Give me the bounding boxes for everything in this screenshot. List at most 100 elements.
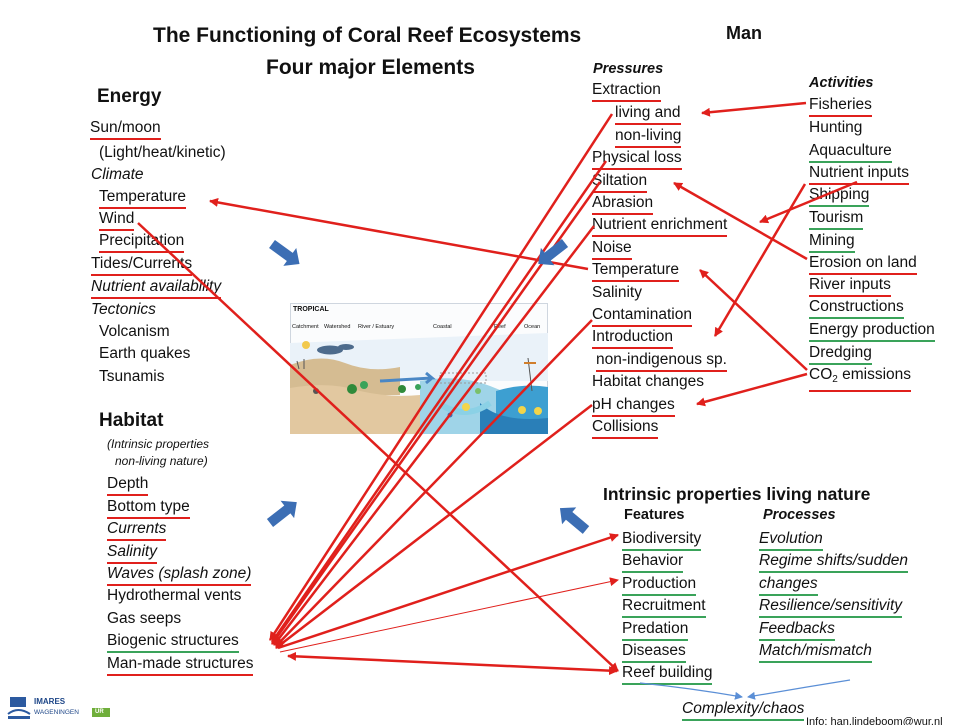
habitat-item-bottom-type: Bottom type xyxy=(107,498,190,519)
feature-item-diseases: Diseases xyxy=(622,642,686,663)
figure-label: TROPICAL xyxy=(293,306,329,313)
arrow-fisheries-to-living xyxy=(701,101,807,117)
arrow-physical-loss-to-biogenic xyxy=(270,160,608,643)
process-item-changes: changes xyxy=(759,575,818,596)
arrow-extraction-to-biogenic xyxy=(268,113,614,641)
process-item-resilience: Resilience/sensitivity xyxy=(759,597,902,618)
pressure-item-living: living and xyxy=(615,104,681,125)
activity-item-constructions: Constructions xyxy=(809,298,904,319)
feature-item-reef-building: Reef building xyxy=(622,664,713,685)
zone-label-watershed: Watershed xyxy=(324,324,351,330)
activity-item-tourism: Tourism xyxy=(809,209,864,230)
logo-text-ur: UR xyxy=(95,709,104,715)
pressure-item-non-living: non-living xyxy=(615,127,682,148)
intrinsic-heading: Intrinsic properties living nature xyxy=(603,484,871,504)
arrow-wind-to-reef-building xyxy=(137,222,619,672)
energy-item-temperature: Temperature xyxy=(99,188,187,209)
arrow-biogenic-to-production xyxy=(279,577,619,653)
pressure-item-ph-changes: pH changes xyxy=(592,396,675,417)
man-heading: Man xyxy=(726,23,762,43)
arrow-erosion-to-siltation xyxy=(673,181,808,261)
zone-label-river-estuary: River / Estuary xyxy=(358,324,395,330)
pressure-item-temperature: Temperature xyxy=(592,261,680,282)
pressure-item-siltation: Siltation xyxy=(592,172,648,193)
co2-subscript: 2 xyxy=(832,374,838,385)
pressure-item-salinity: Salinity xyxy=(592,284,642,301)
feature-item-production: Production xyxy=(622,575,697,596)
habitat-item-waves: Waves (splash zone) xyxy=(107,565,252,586)
arrow-enrichment-to-biogenic xyxy=(273,225,595,646)
energy-item-wind: Wind xyxy=(99,210,135,231)
process-item-regime-shifts: Regime shifts/sudden xyxy=(759,552,909,573)
activity-item-mining: Mining xyxy=(809,232,855,253)
process-item-evolution: Evolution xyxy=(759,530,823,551)
habitat-item-gas-seeps: Gas seeps xyxy=(107,610,182,627)
activity-item-river-inputs: River inputs xyxy=(809,276,891,297)
pressure-item-physical-loss: Physical loss xyxy=(592,149,682,170)
energy-item-light-heat: (Light/heat/kinetic) xyxy=(99,144,226,161)
arrow-nutrient-inputs-to-enrichment xyxy=(759,180,858,224)
activity-item-aquaculture: Aquaculture xyxy=(809,142,892,163)
activity-item-shipping: Shipping xyxy=(809,186,870,207)
co2-suffix: emissions xyxy=(837,366,912,383)
energy-item-earthquakes: Earth quakes xyxy=(99,345,191,362)
logo-text-wageningen: WAGENINGEN xyxy=(34,709,79,716)
activity-item-hunting: Hunting xyxy=(809,119,863,136)
block-arrow-man xyxy=(538,239,569,266)
activities-heading: Activities xyxy=(809,75,874,91)
activity-item-fisheries: Fisheries xyxy=(809,96,872,117)
feature-item-biodiversity: Biodiversity xyxy=(622,530,702,551)
activity-item-erosion: Erosion on land xyxy=(809,254,917,275)
arrow-processes-to-complexity xyxy=(747,679,851,700)
pressure-item-abrasion: Abrasion xyxy=(592,194,654,215)
arrow-biogenic-to-biodiversity xyxy=(277,533,619,650)
energy-item-nutrient-availability: Nutrient availability xyxy=(91,278,222,299)
habitat-item-currents: Currents xyxy=(107,520,167,541)
zone-label-ocean: Ocean xyxy=(524,324,541,330)
activity-item-co2-emissions: CO2 emissions xyxy=(809,366,912,392)
energy-item-tides: Tides/Currents xyxy=(91,255,193,276)
process-item-feedbacks: Feedbacks xyxy=(759,620,835,641)
pressure-item-nutrient-enrichment: Nutrient enrichment xyxy=(592,216,728,237)
energy-item-climate: Climate xyxy=(91,166,144,183)
zone-label-coastal: Coastal xyxy=(433,324,452,330)
pressure-item-collisions: Collisions xyxy=(592,418,659,439)
block-arrow-energy xyxy=(269,239,300,266)
energy-item-sun-moon: Sun/moon xyxy=(90,119,161,140)
energy-item-tsunamis: Tsunamis xyxy=(99,368,165,385)
feature-item-predation: Predation xyxy=(622,620,689,641)
habitat-item-depth: Depth xyxy=(107,475,149,496)
habitat-item-biogenic: Biogenic structures xyxy=(107,632,239,653)
arrow-contamination-to-biogenic xyxy=(275,319,593,647)
zone-label-catchment: Catchment xyxy=(292,324,319,330)
slide-title-line2: Four major Elements xyxy=(266,56,475,79)
logo-text-imares: IMARES xyxy=(34,697,66,706)
activity-item-nutrient-inputs: Nutrient inputs xyxy=(809,164,909,185)
arrow-co2-to-temperature xyxy=(699,269,808,371)
imares-logo: IMARES WAGENINGEN UR xyxy=(6,692,114,722)
arrow-temperature-to-energy xyxy=(209,197,589,271)
pressure-item-noise: Noise xyxy=(592,239,632,260)
arrow-reef-to-complexity xyxy=(639,682,743,700)
arrow-shipping-to-introduction xyxy=(713,183,807,337)
energy-item-tectonics: Tectonics xyxy=(91,301,156,318)
slide-title-line1: The Functioning of Coral Reef Ecosystems xyxy=(153,24,582,47)
block-arrows xyxy=(266,239,590,534)
logo-graphic xyxy=(6,692,114,722)
habitat-item-salinity: Salinity xyxy=(107,543,157,564)
energy-item-volcanism: Volcanism xyxy=(99,323,170,340)
block-arrow-intrinsic xyxy=(559,507,590,534)
block-arrow-habitat xyxy=(266,500,297,527)
pressure-item-non-indigenous: non-indigenous sp. xyxy=(596,351,727,372)
pressure-item-introduction: Introduction xyxy=(592,328,673,349)
pressure-item-extraction: Extraction xyxy=(592,81,661,102)
habitat-note-line1: (Intrinsic properties xyxy=(107,437,210,451)
features-heading: Features xyxy=(624,507,685,523)
habitat-item-hydrothermal: Hydrothermal vents xyxy=(107,587,242,604)
energy-heading: Energy xyxy=(97,86,162,107)
activity-item-dredging: Dredging xyxy=(809,344,872,365)
arrow-man-made-reef-building xyxy=(287,651,618,676)
red-arrows xyxy=(137,101,858,676)
